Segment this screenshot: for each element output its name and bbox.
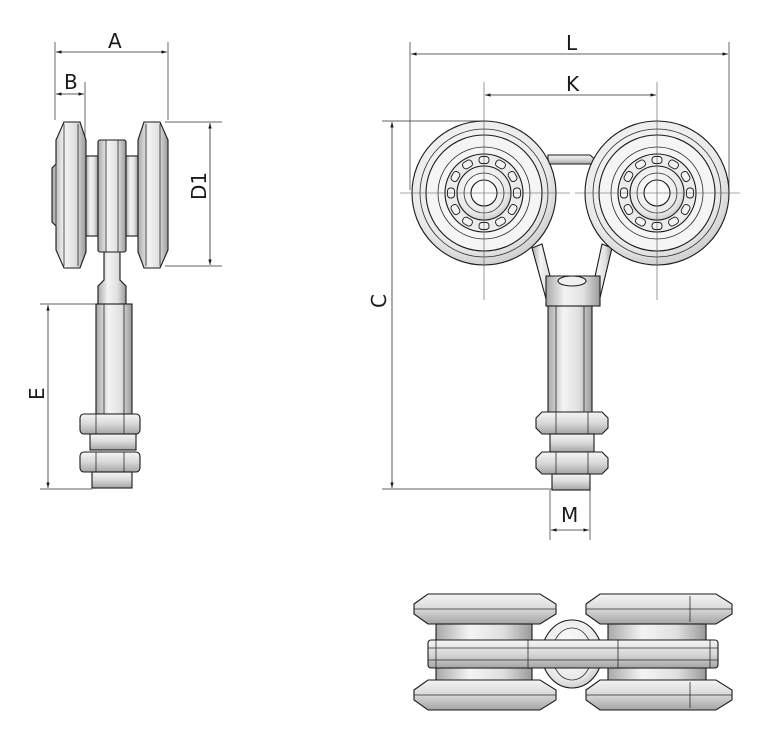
dim-label-c: C xyxy=(367,294,391,308)
bearing-ball xyxy=(462,159,473,170)
top-crossbar xyxy=(427,639,719,669)
dim-label-m: M xyxy=(561,503,578,527)
bearing-ball xyxy=(680,204,691,215)
front-nut-lower xyxy=(535,451,609,491)
side-dimensions: A B D1 E xyxy=(25,29,222,490)
front-nut-upper xyxy=(535,411,609,453)
front-view xyxy=(400,82,740,491)
front-wheel-left xyxy=(400,82,570,300)
front-dimensions: L K C M xyxy=(367,31,730,540)
front-shaft xyxy=(547,305,593,415)
bearing-ball xyxy=(680,171,691,182)
dim-label-b: B xyxy=(64,70,78,94)
front-bracket xyxy=(531,243,613,307)
side-shaft xyxy=(95,251,133,415)
dim-label-e: E xyxy=(25,387,49,400)
dim-label-k: K xyxy=(566,72,580,96)
bearing-ball xyxy=(668,216,679,227)
dim-label-d1: D1 xyxy=(187,172,211,200)
side-nut-upper xyxy=(79,413,141,451)
side-left-wheel xyxy=(51,121,87,269)
side-view xyxy=(51,121,169,489)
bearing-ball xyxy=(495,216,506,227)
bearing-ball xyxy=(623,204,634,215)
bearing-ball xyxy=(668,159,679,170)
side-hub xyxy=(85,139,139,253)
bearing-ball xyxy=(635,159,646,170)
side-right-wheel xyxy=(137,121,169,269)
side-nut-lower xyxy=(79,451,141,489)
top-view xyxy=(413,593,733,711)
bearing-ball xyxy=(507,204,518,215)
bearing-ball xyxy=(635,216,646,227)
bearing-ball xyxy=(495,159,506,170)
front-wheel-right xyxy=(575,82,740,300)
bearing-ball xyxy=(462,216,473,227)
top-wheel-right xyxy=(585,593,733,711)
bearing-ball xyxy=(450,171,461,182)
bearing-ball xyxy=(450,204,461,215)
dim-label-l: L xyxy=(566,31,578,55)
bearing-ball xyxy=(507,171,518,182)
bearing-ball xyxy=(623,171,634,182)
dim-label-a: A xyxy=(108,29,122,53)
